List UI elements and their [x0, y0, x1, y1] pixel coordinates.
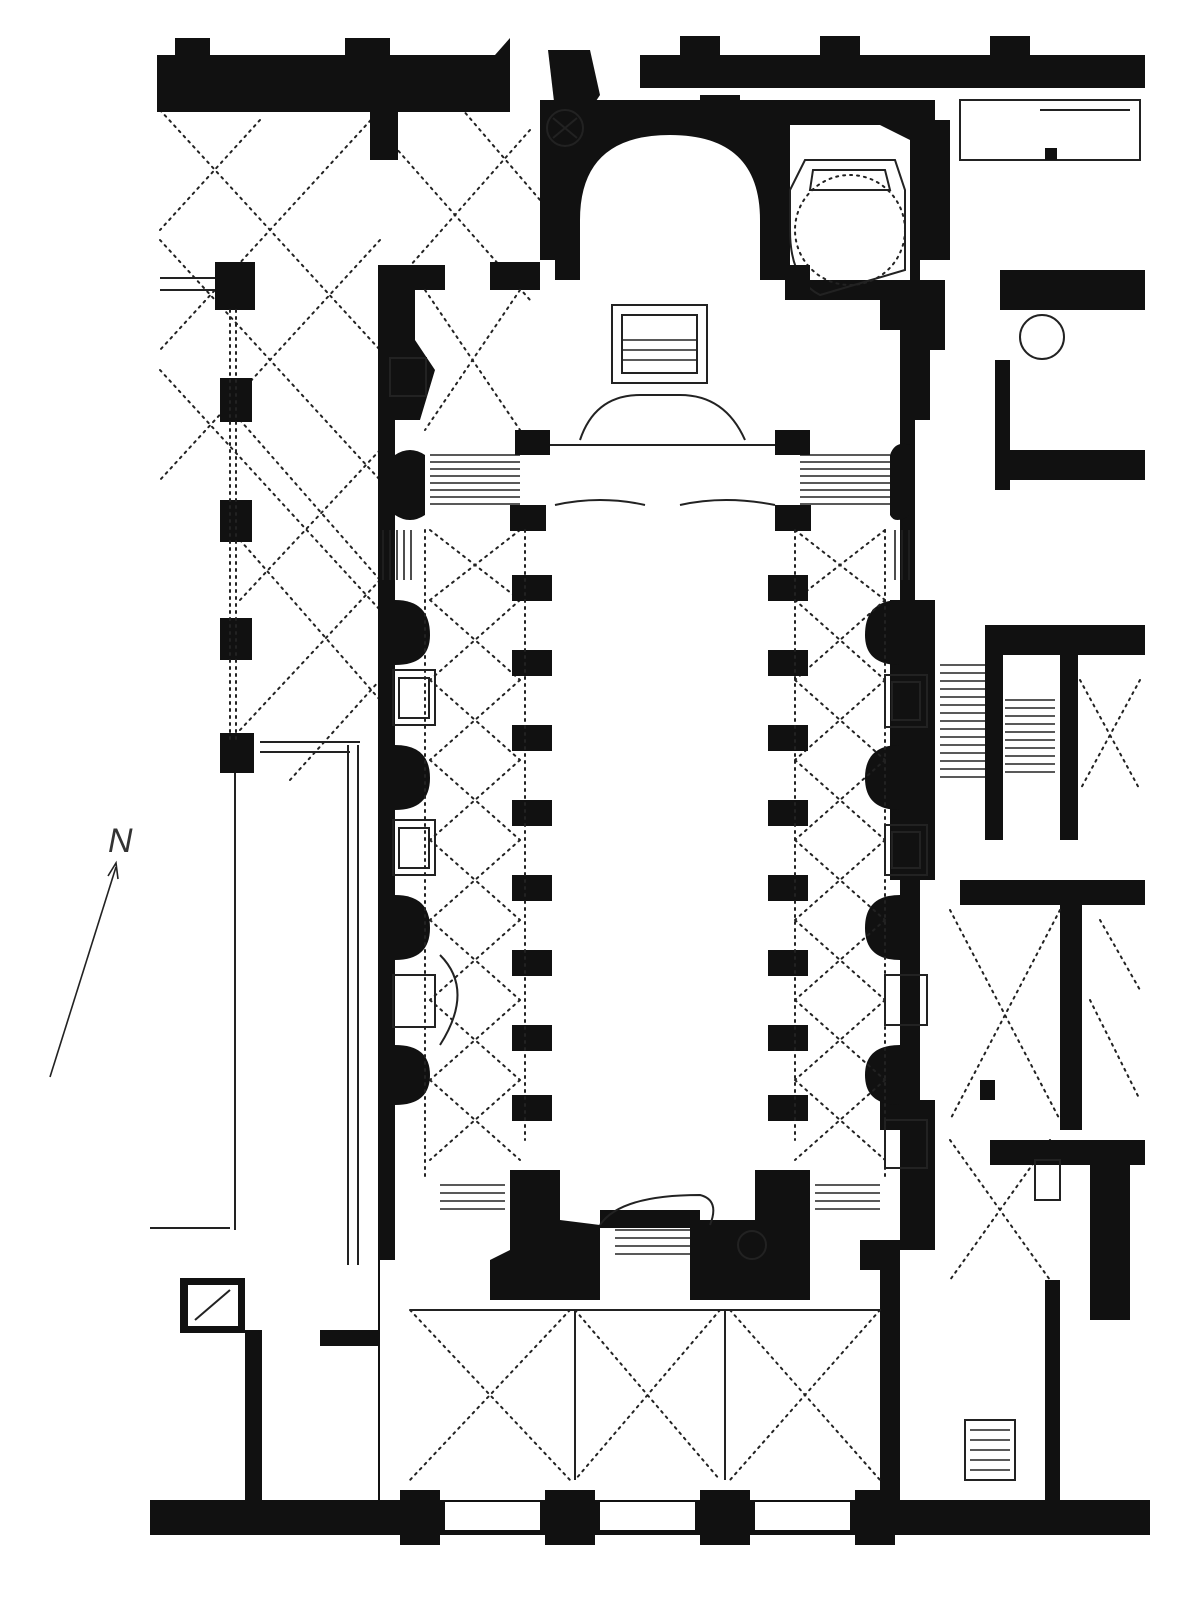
north-arrow: N: [49, 822, 133, 1078]
north-label: N: [108, 822, 133, 860]
nave-walls: [378, 265, 945, 1520]
west-cloister: [150, 59, 541, 1230]
north-walls: [157, 36, 1145, 161]
south-aisle-chapels: [865, 443, 928, 1169]
aisle-vaults: [424, 289, 886, 1181]
narthex: [150, 1309, 1150, 1545]
west-front: [440, 1170, 880, 1300]
southwest-rooms: [180, 745, 380, 1500]
crossing-steps: [382, 454, 910, 580]
north-aisle-chapels: [389, 357, 459, 1105]
high-altar: [545, 304, 790, 446]
apse: [490, 100, 950, 330]
east-annex: [940, 270, 1145, 1500]
nave-piers: [510, 430, 811, 1141]
